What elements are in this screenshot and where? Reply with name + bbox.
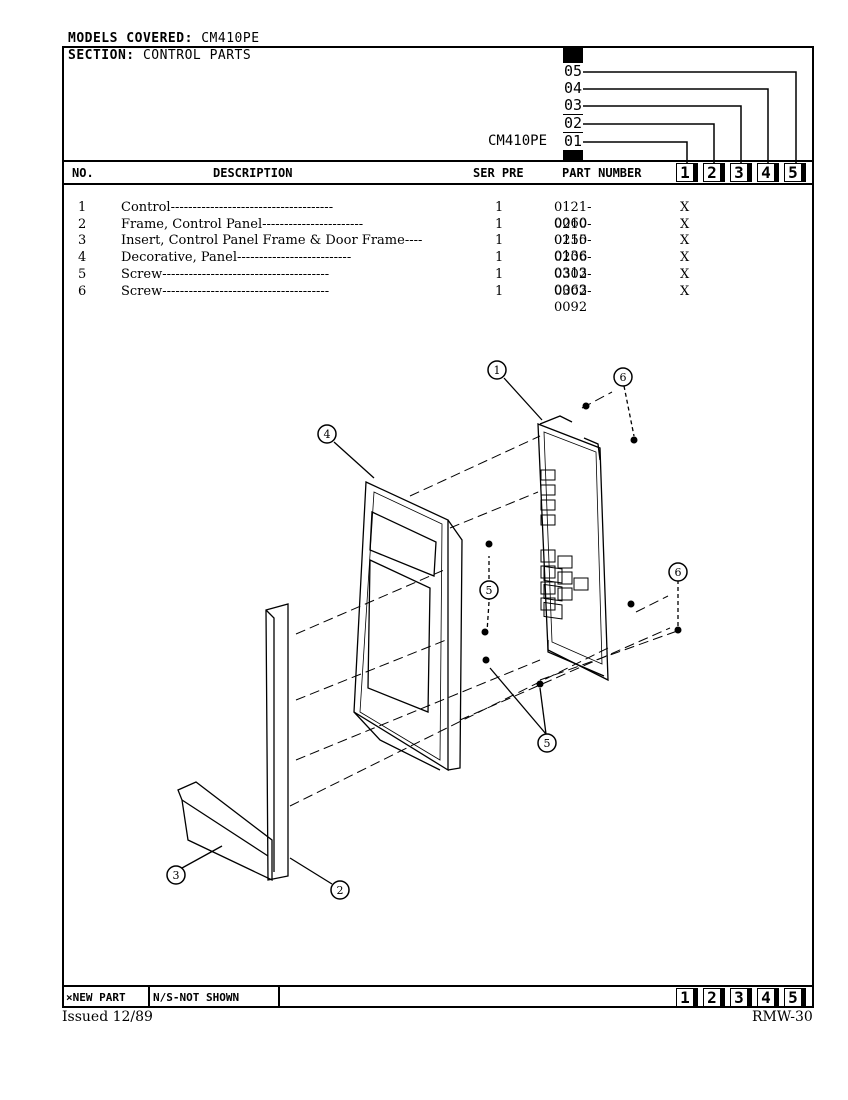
footer-rule xyxy=(62,985,814,987)
footer-model-col-5: 5 xyxy=(784,988,806,1007)
row-part: 0210-0136 xyxy=(554,233,592,264)
row-description: Decorative, Panel-----------------------… xyxy=(121,250,352,265)
row-no: 4 xyxy=(78,250,87,265)
row-part: 0302-0092 xyxy=(554,284,592,315)
footer-model-col-2: 2 xyxy=(703,988,725,1007)
row-description: Insert, Control Panel Frame & Door Frame… xyxy=(121,233,423,248)
callout-circle: 4 xyxy=(317,424,337,444)
new-part-legend: ×NEW PART xyxy=(66,991,126,1004)
model-code-05: 05 xyxy=(563,62,584,80)
section-label: SECTION: xyxy=(68,48,135,63)
svg-text:6: 6 xyxy=(675,566,682,579)
svg-text:5: 5 xyxy=(544,737,551,750)
svg-text:6: 6 xyxy=(620,371,627,384)
row-mark: X xyxy=(680,267,690,282)
col-no: NO. xyxy=(72,166,94,180)
model-code-02: 02 xyxy=(563,114,584,132)
row-no: 1 xyxy=(78,200,87,215)
callout-circle: 3 xyxy=(166,865,186,885)
row-no: 3 xyxy=(78,233,87,248)
row-no: 2 xyxy=(78,217,87,232)
section-value: CONTROL PARTS xyxy=(142,48,252,63)
row-part: 0210-0155 xyxy=(554,217,592,248)
footer-divider-2 xyxy=(278,985,280,1008)
row-qty: 1 xyxy=(495,250,504,265)
models-covered-value: CM410PE xyxy=(201,31,260,46)
model-col-3: 3 xyxy=(730,163,752,182)
footer-model-col-3: 3 xyxy=(730,988,752,1007)
model-col-5: 5 xyxy=(784,163,806,182)
page-code: RMW-30 xyxy=(752,1009,813,1025)
callout-circle: 5 xyxy=(537,733,557,753)
svg-text:3: 3 xyxy=(173,869,180,882)
page-frame xyxy=(62,46,814,1008)
models-covered-label: MODELS COVERED: xyxy=(68,31,193,46)
footer-model-col-1: 1 xyxy=(676,988,698,1007)
row-qty: 1 xyxy=(495,200,504,215)
footer-model-col-4: 4 xyxy=(757,988,779,1007)
row-no: 6 xyxy=(78,284,87,299)
section-line: SECTION: CONTROL PARTS xyxy=(68,48,251,63)
footer-divider-1 xyxy=(148,985,150,1008)
callout-circle: 1 xyxy=(487,360,507,380)
control-board xyxy=(537,415,609,682)
row-part: 0206-0313 xyxy=(554,250,592,281)
callout-circle: 6 xyxy=(668,562,688,582)
exploded-diagram: 1 6 4 5 6 5 3 2 xyxy=(166,360,688,900)
callout-circle: 5 xyxy=(479,580,499,600)
row-no: 5 xyxy=(78,267,87,282)
decorative-panel xyxy=(353,481,463,772)
issued-date: Issued 12/89 xyxy=(62,1009,153,1025)
svg-text:2: 2 xyxy=(337,884,344,897)
row-part: 0121-0060 xyxy=(554,200,592,231)
svg-text:1: 1 xyxy=(494,364,501,377)
model-name: CM410PE xyxy=(488,133,548,149)
col-description: DESCRIPTION xyxy=(213,166,293,180)
callout-circle: 2 xyxy=(330,880,350,900)
row-description: Frame, Control Panel--------------------… xyxy=(121,217,364,232)
row-qty: 1 xyxy=(495,267,504,282)
row-description: Screw-----------------------------------… xyxy=(121,284,330,299)
not-shown-legend: N/S-NOT SHOWN xyxy=(153,991,240,1004)
header-rule-bottom xyxy=(62,183,814,185)
svg-text:5: 5 xyxy=(486,584,493,597)
row-qty: 1 xyxy=(495,284,504,299)
row-mark: X xyxy=(680,233,690,248)
frame-insert xyxy=(177,603,289,882)
row-mark: X xyxy=(680,284,690,299)
row-mark: X xyxy=(680,217,690,232)
row-qty: 1 xyxy=(495,233,504,248)
model-col-2: 2 xyxy=(703,163,725,182)
row-part: 0302-0063 xyxy=(554,267,592,298)
svg-text:4: 4 xyxy=(324,428,331,441)
header-rule-top xyxy=(62,160,814,162)
row-description: Control---------------------------------… xyxy=(121,200,334,215)
row-description: Screw-----------------------------------… xyxy=(121,267,330,282)
model-col-4: 4 xyxy=(757,163,779,182)
model-col-1: 1 xyxy=(676,163,698,182)
col-part-number: PART NUMBER xyxy=(562,166,642,180)
model-code-04: 04 xyxy=(563,79,584,97)
model-code-03: 03 xyxy=(563,96,584,114)
model-code-01: 01 xyxy=(563,132,584,150)
row-mark: X xyxy=(680,200,690,215)
row-mark: X xyxy=(680,250,690,265)
models-covered-line: MODELS COVERED: CM410PE xyxy=(68,31,260,46)
callout-circle: 6 xyxy=(613,367,633,387)
col-ser-pre: SER PRE xyxy=(473,166,524,180)
row-qty: 1 xyxy=(495,217,504,232)
model-connector-lines xyxy=(583,71,797,164)
